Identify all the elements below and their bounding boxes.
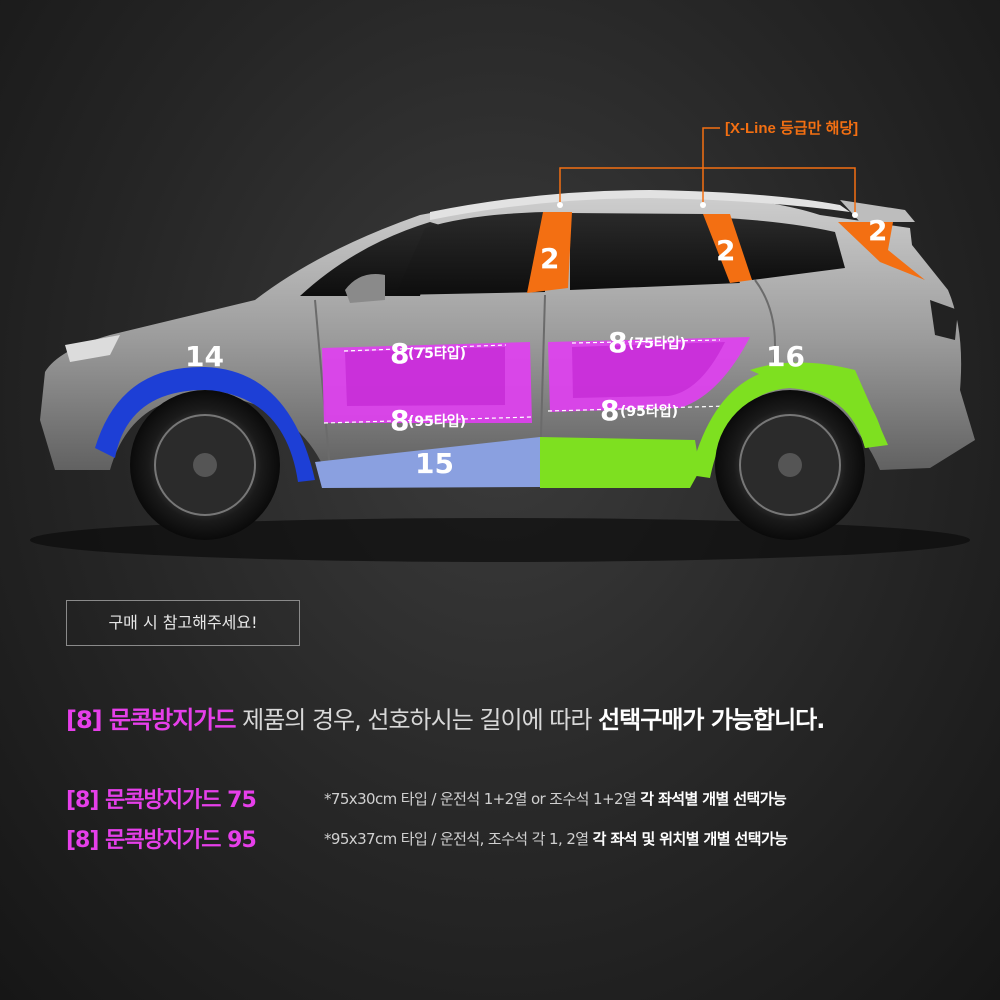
guide-rear-top bbox=[571, 339, 721, 344]
label-door-front-top-num: 8 bbox=[390, 337, 409, 370]
xline-bracket bbox=[559, 127, 856, 215]
headlight bbox=[65, 335, 120, 362]
rear-wheel bbox=[715, 390, 865, 540]
pillar-front bbox=[527, 212, 572, 293]
front-wheel bbox=[130, 390, 280, 540]
roof-rail bbox=[430, 190, 850, 220]
label-door-rear-bottom-type: (95타입) bbox=[620, 404, 678, 420]
pillar-rear bbox=[703, 214, 752, 283]
option-name-95: [8] 문콕방지가드 95 bbox=[66, 828, 257, 853]
headline-emphasis: 선택구매가 가능합니다. bbox=[598, 706, 825, 734]
side-mirror bbox=[345, 274, 385, 303]
xline-note: [X-Line 등급만 해당] bbox=[725, 120, 859, 137]
label-door-front-bottom-num: 8 bbox=[390, 404, 409, 437]
front-fender-arch bbox=[95, 366, 315, 482]
side-sill-front bbox=[315, 437, 540, 488]
taillight bbox=[930, 300, 958, 340]
xline-dot-2 bbox=[700, 202, 706, 208]
label-door-rear-top-num: 8 bbox=[608, 326, 627, 359]
quarter-window bbox=[725, 218, 845, 280]
headline: [8] 문콕방지가드 제품의 경우, 선호하시는 길이에 따라 선택구매가 가능… bbox=[66, 700, 825, 735]
door-seam-front bbox=[314, 299, 331, 471]
door-guard-rear-inner bbox=[572, 342, 725, 398]
option-desc-75: *75x30cm 타입 / 운전석 1+2열 or 조수석 1+2열 각 좌석별… bbox=[324, 788, 787, 809]
label-front-fender: 14 bbox=[185, 340, 224, 373]
label-door-front-top-type: (75타입) bbox=[408, 346, 466, 362]
notice-box: 구매 시 참고해주세요! bbox=[66, 600, 300, 646]
pillar-tail bbox=[838, 222, 925, 280]
side-sill-rear bbox=[540, 437, 700, 488]
option-desc-95-text: *95x37cm 타입 / 운전석, 조수석 각 1, 2열 bbox=[324, 830, 593, 848]
label-pillar-front: 2 bbox=[540, 242, 559, 275]
guide-front-top bbox=[343, 344, 507, 352]
xline-dot-1 bbox=[557, 202, 563, 208]
xline-dot-3 bbox=[852, 212, 858, 218]
label-side-sill: 15 bbox=[415, 447, 454, 480]
option-desc-75-text: *75x30cm 타입 / 운전석 1+2열 or 조수석 1+2열 bbox=[324, 790, 641, 808]
ground-shadow bbox=[30, 518, 970, 562]
label-pillar-rear: 2 bbox=[716, 234, 735, 267]
label-pillar-tail: 2 bbox=[868, 214, 887, 247]
front-window bbox=[395, 212, 545, 295]
headline-product: [8] 문콕방지가드 bbox=[66, 706, 236, 734]
label-rear-fender: 16 bbox=[766, 340, 805, 373]
guide-rear-bottom bbox=[547, 405, 729, 412]
car-side-diagram: 2 2 2 14 16 15 8 (75타입) 8 (95타입) 8 (75타입… bbox=[30, 127, 975, 562]
rear-window bbox=[570, 213, 740, 290]
headline-middle: 제품의 경우, 선호하시는 길이에 따라 bbox=[235, 706, 599, 734]
door-guard-front-inner bbox=[345, 347, 505, 406]
roof-spoiler bbox=[840, 200, 915, 222]
option-desc-95: *95x37cm 타입 / 운전석, 조수석 각 1, 2열 각 좌석 및 위치… bbox=[324, 828, 788, 849]
option-desc-95-strong: 각 좌석 및 위치별 개별 선택가능 bbox=[592, 830, 788, 848]
label-door-rear-bottom-num: 8 bbox=[600, 394, 619, 427]
option-desc-75-strong: 각 좌석별 개별 선택가능 bbox=[640, 790, 787, 808]
label-door-front-bottom-type: (95타입) bbox=[408, 414, 466, 430]
label-door-rear-top-type: (75타입) bbox=[628, 336, 686, 352]
rear-fender-panel bbox=[750, 362, 888, 448]
option-name-75: [8] 문콕방지가드 75 bbox=[66, 788, 257, 813]
